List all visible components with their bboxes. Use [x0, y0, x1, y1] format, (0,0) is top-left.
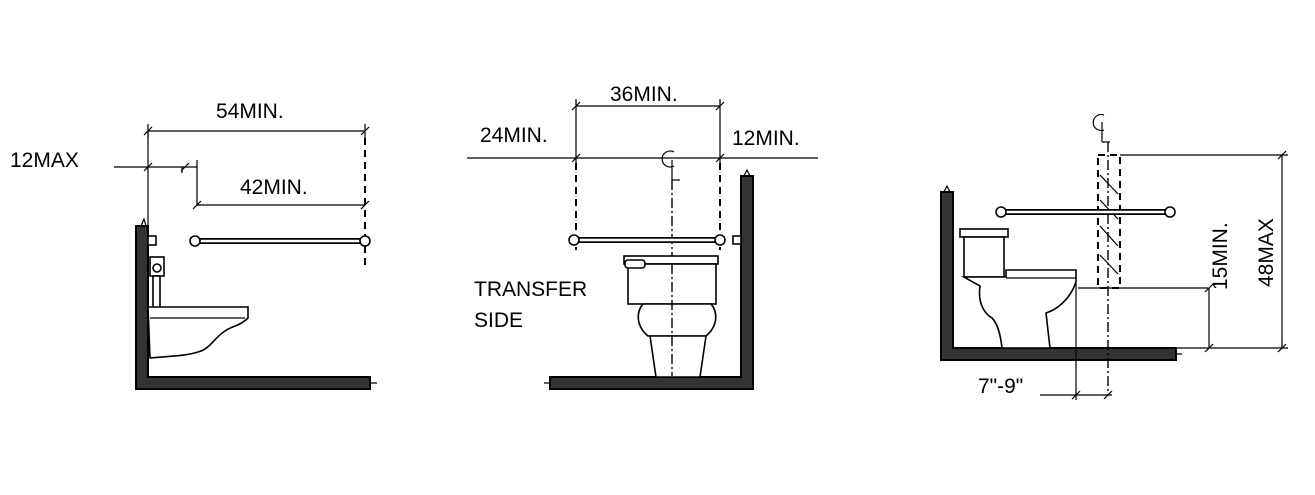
flush-valve	[147, 235, 165, 310]
dimension-48max: 48MAX	[1120, 150, 1288, 353]
hatch	[1099, 174, 1119, 275]
label-12min: 12MIN.	[732, 127, 800, 150]
wall-section	[549, 175, 754, 390]
view-side-wall-wall-hung: 54MIN. 12MAX 42MIN.	[10, 100, 377, 390]
dimension-15min: 15MIN.	[1204, 222, 1232, 353]
label-side: SIDE	[474, 309, 523, 332]
wall-hung-bowl	[147, 306, 249, 359]
label-36min: 36MIN.	[610, 83, 678, 106]
grab-bar	[568, 234, 742, 246]
view-side-wall-toilet: 48MAX 15MIN. 7"-9"	[940, 113, 1288, 400]
label-15min: 15MIN.	[1209, 222, 1232, 290]
label-transfer: TRANSFER	[474, 278, 587, 301]
label-7-9: 7"-9"	[978, 375, 1023, 398]
label-54min: 54MIN.	[216, 100, 284, 123]
grab-bar	[995, 206, 1176, 218]
view-rear-wall: 36MIN. 24MIN. 12MIN.	[467, 83, 818, 390]
dimension-7-9: 7"-9"	[978, 282, 1113, 400]
label-12max: 12MAX	[10, 149, 79, 172]
centerline-symbol	[661, 150, 680, 181]
dimension-42min: 42MIN.	[192, 176, 370, 210]
dimension-54min: 54MIN.	[143, 100, 370, 138]
centerline-symbol	[1092, 113, 1110, 143]
label-48max: 48MAX	[1255, 218, 1278, 287]
label-24min: 24MIN.	[480, 124, 548, 147]
toilet-side-view	[959, 228, 1208, 349]
dimension-12max: 12MAX	[10, 131, 198, 226]
label-42min: 42MIN.	[240, 176, 308, 199]
grab-bar	[189, 235, 371, 247]
dimension-36min: 36MIN.	[571, 83, 725, 163]
toilet-front-view	[623, 255, 719, 378]
